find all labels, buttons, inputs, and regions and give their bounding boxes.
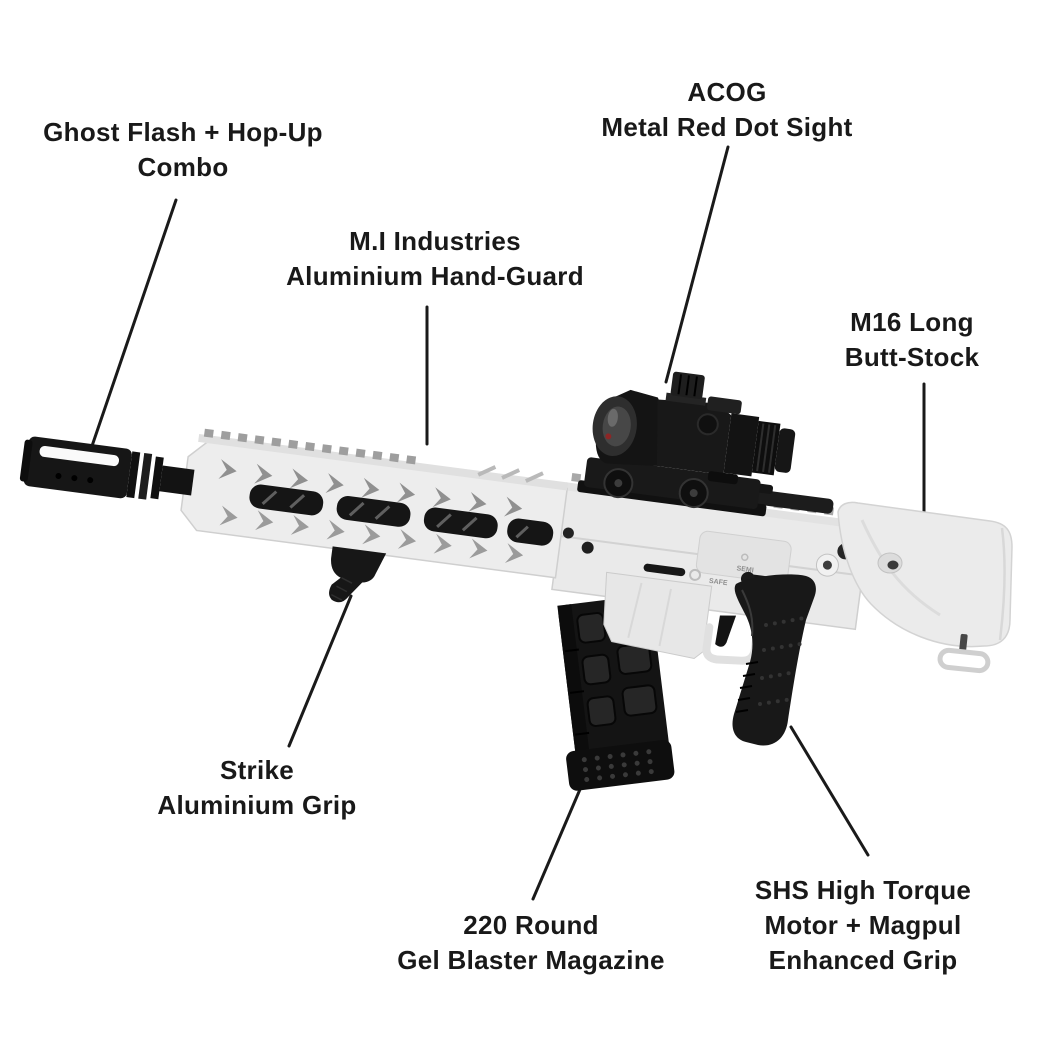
label-sight: ACOG Metal Red Dot Sight [601,75,852,145]
foregrip [329,546,387,603]
bolt-catch-ring [689,568,702,581]
label-line: M.I Industries [349,226,521,256]
rifle-body: SEMI SAFE [19,371,870,665]
eyepiece-end-cap [774,428,796,473]
takedown-pin-rear [822,560,832,570]
trigger [715,615,737,647]
label-line: Enhanced Grip [768,945,958,975]
magazine-front-spine [557,604,590,755]
scope-top-clamp [707,396,742,415]
label-line: Strike [219,755,295,785]
leader-line-sight [664,145,730,384]
label-line: Metal Red Dot Sight [601,112,853,142]
charging-handle [745,488,834,514]
handguard-chevrons-bottom [219,505,524,564]
label-line: Gel Blaster Magazine [397,945,665,975]
label-line: Butt-Stock [844,342,980,372]
outer-barrel [159,465,195,496]
magwell-groove [627,582,643,638]
handguard-top-vents [477,465,544,483]
magwell-groove [658,588,672,647]
label-handguard: M.I Industries Aluminium Hand-Guard [286,224,584,294]
acog-scope [592,371,796,485]
mount-thumbscrew-center [689,489,698,498]
label-foregrip: Strike Aluminium Grip [157,753,356,823]
takedown-pin-front [581,541,594,554]
foregrip-serrations [330,577,353,601]
lens-highlight [607,408,618,427]
flash-hider-ports [55,472,94,484]
pistol-grip [732,574,816,746]
handguard-mlok-slots [249,484,554,546]
turret-ridges [677,374,698,397]
red-dot-glint [605,433,612,440]
buttplate-line [998,527,1006,641]
label-line: M16 Long [850,307,974,337]
label-line: 220 Round [463,910,599,940]
handguard-rail-base [198,433,568,491]
eyepiece-ribs [756,423,777,473]
mag-release-bar [643,563,686,577]
barrel-collar [126,451,164,500]
label-grip-motor: SHS High Torque Motor + Magpul Enhanced … [755,873,971,978]
handguard-rail-teeth [203,428,417,465]
turret-base [665,392,707,406]
label-line: SHS High Torque [754,875,972,905]
grip-stipple-texture [758,616,806,706]
scope-eyepiece [723,413,760,477]
selector-index-dot [741,553,749,562]
flash-hider-tip [19,439,33,482]
mount-thumbscrew-center [614,479,623,488]
selector-marking-semi: SEMI [736,565,754,574]
magazine-rib-lines [564,648,590,736]
magwell [603,571,713,660]
label-line: Aluminium Grip [157,790,357,820]
scope-bottom-clamp [707,471,739,485]
grip-body [732,574,816,746]
grip-highlight [741,589,754,637]
leader-line-magazine [531,778,586,901]
selector-marking-safe: SAFE [709,578,729,587]
label-buttstock: M16 Long Butt-Stock [845,305,979,375]
label-line: Combo [137,152,229,182]
leader-lines [90,145,926,901]
handguard-chevrons-top [218,459,523,517]
label-line: Aluminium Hand-Guard [286,261,584,291]
leader-line-flash-hider [90,198,178,448]
grip-front-serrations [735,661,759,713]
buttstock [837,501,1013,674]
magazine-panels [576,600,658,727]
sling-slot [959,633,968,652]
label-line: Ghost Flash + Hop-Up [43,117,323,147]
scope-side-knob [696,413,719,436]
barrel-spiral-glints [261,490,529,539]
leader-line-foregrip [287,594,353,748]
scope-mount-base [584,457,761,509]
flash-hider-slot [39,445,120,467]
pivot-pin [562,527,574,539]
label-line: ACOG [687,77,767,107]
baseplate-waffle-texture [581,748,661,783]
sling-swivel-hole [887,560,899,570]
label-line: Motor + Magpul [764,910,962,940]
label-flash-hider: Ghost Flash + Hop-Up Combo [43,115,323,185]
flash-hider [23,436,132,499]
sling-loop [937,647,991,674]
label-magazine: 220 Round Gel Blaster Magazine [397,908,665,978]
buttstock-body [837,501,1013,648]
leader-line-grip-motor [789,725,870,857]
